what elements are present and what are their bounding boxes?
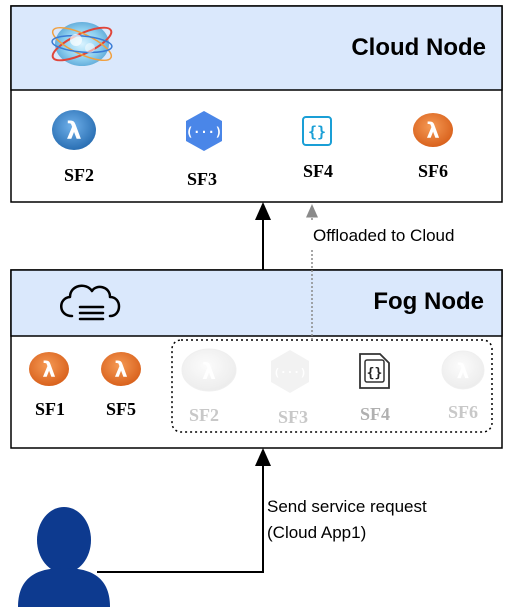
request-label: Send service request xyxy=(267,497,427,516)
fog-node-title: Fog Node xyxy=(373,288,484,315)
lambda-icon: λ xyxy=(29,352,69,386)
lambda-icon: λ xyxy=(181,348,237,392)
cloud-function-icon: (···) xyxy=(186,111,222,151)
fog-sf-label: SF5 xyxy=(106,399,136,419)
svg-text:{}: {} xyxy=(367,366,383,381)
cloud-node-title: Cloud Node xyxy=(351,34,486,61)
svg-text:{}: {} xyxy=(308,123,326,141)
svg-text:(···): (···) xyxy=(273,366,306,379)
svg-text:λ: λ xyxy=(202,360,216,385)
lambda-icon: λ xyxy=(413,113,453,147)
svg-text:λ: λ xyxy=(114,358,127,382)
cloud-sf-label: SF3 xyxy=(187,169,217,189)
braces-function-icon: {} xyxy=(302,116,332,146)
request-label-app: (Cloud App1) xyxy=(267,523,366,542)
cloud-sf-label: SF2 xyxy=(64,165,94,185)
user-icon xyxy=(18,507,110,607)
offloaded-sf-label: SF2 xyxy=(189,405,219,425)
cloud-globe-icon xyxy=(51,22,113,66)
fog-cloud-server-icon xyxy=(60,284,121,321)
cloud-node: Cloud Node λ SF2 (···) SF3 {} SF4 xyxy=(10,5,503,203)
fog-sf-label: SF1 xyxy=(35,399,65,419)
svg-text:λ: λ xyxy=(66,117,81,145)
braces-function-icon: {} xyxy=(359,353,390,389)
svg-text:λ: λ xyxy=(457,359,470,383)
svg-text:λ: λ xyxy=(42,358,55,382)
lambda-icon: λ xyxy=(52,110,96,150)
cloud-sf-label: SF4 xyxy=(303,161,333,181)
offloaded-sf-label: SF4 xyxy=(360,404,390,424)
offloaded-sf-label: SF3 xyxy=(278,407,308,427)
request-arrow xyxy=(97,448,271,573)
lambda-icon: λ xyxy=(441,350,485,390)
cloud-function-icon: (···) xyxy=(271,350,309,393)
cloud-sf-label: SF6 xyxy=(418,161,448,181)
offloaded-sf-label: SF6 xyxy=(448,402,478,422)
svg-text:λ: λ xyxy=(426,119,439,143)
fog-node: Fog Node λ SF1 λ SF5 λ SF2 xyxy=(10,269,503,449)
lambda-icon: λ xyxy=(101,352,141,386)
offloaded-functions-group xyxy=(171,339,493,433)
svg-text:(···): (···) xyxy=(186,125,222,139)
fog-node-header xyxy=(10,269,503,337)
offload-label: Offloaded to Cloud xyxy=(313,226,454,245)
